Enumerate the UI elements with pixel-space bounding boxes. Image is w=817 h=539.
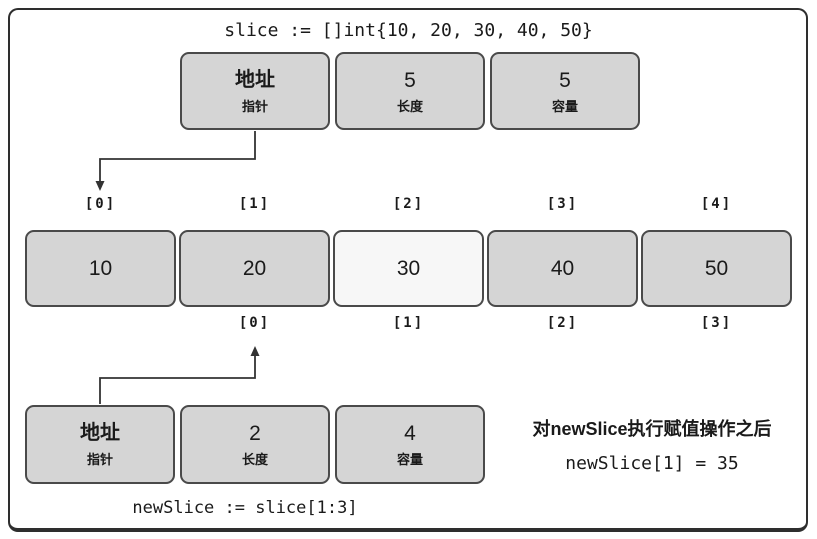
slice-capacity-value: 5: [559, 68, 571, 92]
array-top-index: [4]: [700, 196, 733, 212]
annotation-text: 对newSlice执行赋值操作之后: [532, 419, 772, 439]
newslice-capacity-value: 4: [404, 422, 416, 445]
slice-pointer-box: 地址 指针: [180, 52, 330, 130]
newslice-index: [2]: [546, 315, 579, 331]
newslice-capacity-label: 容量: [396, 452, 423, 467]
newslice-length-label: 长度: [241, 452, 268, 467]
newslice-pointer-value: 地址: [80, 422, 120, 444]
array-top-index: [3]: [546, 196, 579, 212]
slice-capacity-label: 容量: [551, 98, 578, 114]
newslice-index: [3]: [700, 315, 733, 331]
newslice-header-row: 地址 指针 2 长度 4 容量: [25, 405, 485, 484]
array-cell-value: 30: [396, 257, 421, 280]
slice-header-row: 地址 指针 5 长度 5 容量: [180, 52, 640, 130]
array-cell-value: 50: [704, 257, 729, 280]
annotation-code: newSlice[1] = 35: [565, 453, 739, 474]
newslice-length-box: 2 长度: [180, 405, 330, 484]
newslice-index-row: [0] [1] [2] [3]: [179, 315, 792, 331]
newslice-index: [0]: [238, 315, 271, 331]
array-top-index: [0]: [84, 196, 117, 212]
slice-length-label: 长度: [396, 98, 423, 114]
newslice-capacity-box: 4 容量: [335, 405, 485, 484]
slice-declaration-code: slice := []int{10, 20, 30, 40, 50}: [224, 20, 593, 41]
slice-length-value: 5: [404, 68, 416, 92]
array-cell: 10: [25, 230, 176, 307]
array-top-index: [2]: [392, 196, 425, 212]
assignment-annotation: 对newSlice执行赋值操作之后 newSlice[1] = 35: [492, 415, 812, 474]
slice-length-box: 5 长度: [335, 52, 485, 130]
newslice-declaration-code: newSlice := slice[1:3]: [132, 498, 358, 518]
newslice-pointer-box: 地址 指针: [25, 405, 175, 484]
newslice-pointer-label: 指针: [86, 452, 113, 467]
slice-capacity-box: 5 容量: [490, 52, 640, 130]
array-cell: 40: [487, 230, 638, 307]
array-cell-value: 10: [88, 257, 113, 280]
backing-array-row: 10 20 30 40 50: [25, 230, 792, 307]
array-cell-highlighted: 30: [333, 230, 484, 307]
newslice-length-value: 2: [249, 422, 261, 445]
slice-pointer-value: 地址: [235, 68, 275, 91]
array-cell-value: 20: [242, 257, 267, 280]
array-cell-value: 40: [550, 257, 575, 280]
array-cell: 20: [179, 230, 330, 307]
array-top-index: [1]: [238, 196, 271, 212]
array-cell: 50: [641, 230, 792, 307]
array-top-index-row: [0] [1] [2] [3] [4]: [25, 196, 792, 212]
slice-pointer-label: 指针: [241, 98, 268, 114]
newslice-index: [1]: [392, 315, 425, 331]
